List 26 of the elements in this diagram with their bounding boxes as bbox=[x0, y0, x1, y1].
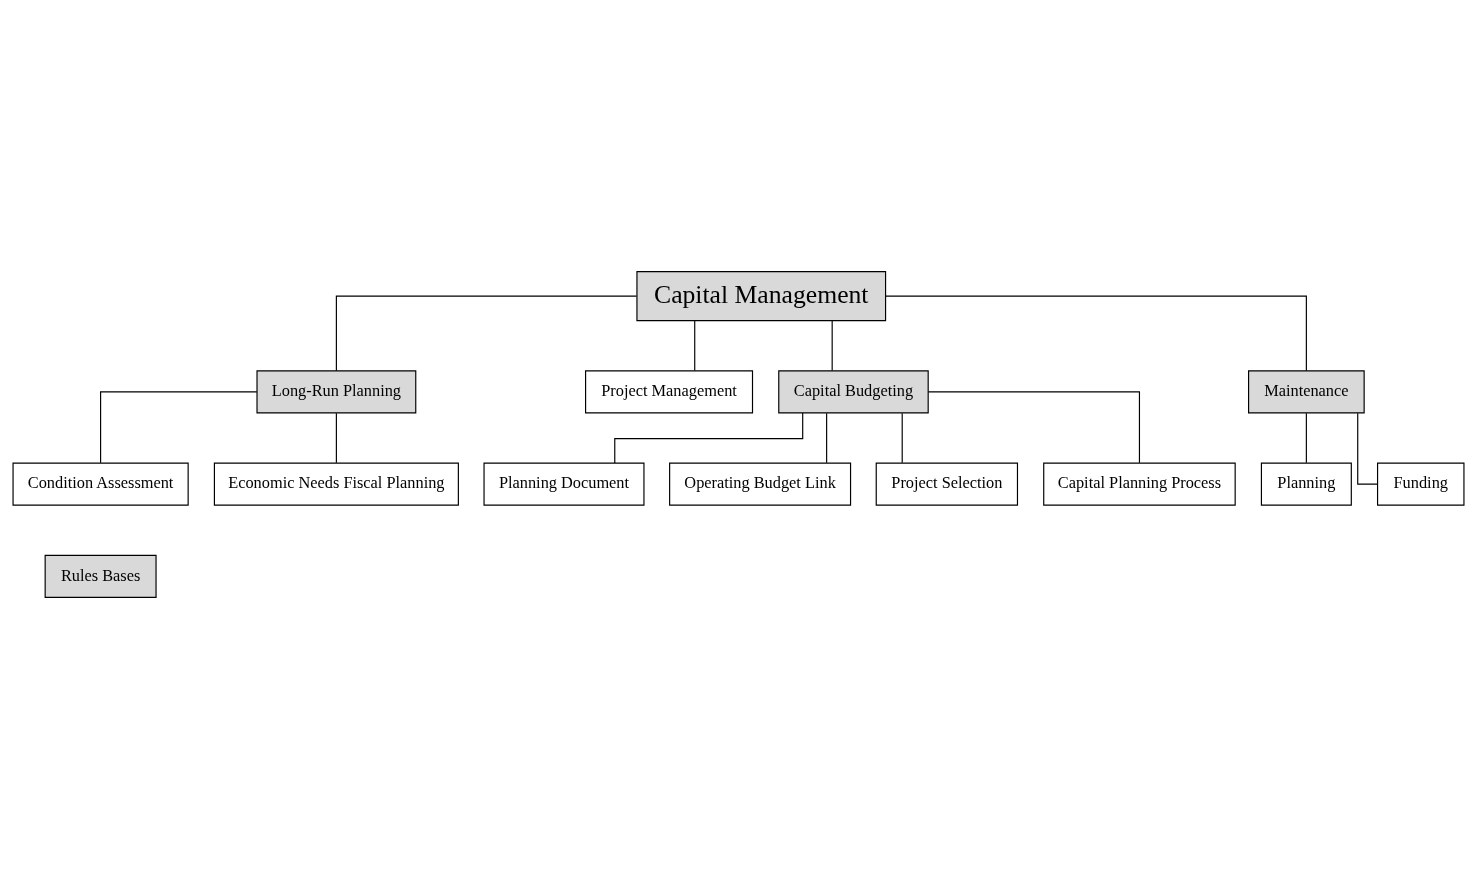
node-box: Planning bbox=[1260, 462, 1352, 506]
connector bbox=[1357, 412, 1378, 485]
connector bbox=[831, 320, 833, 372]
connector bbox=[335, 295, 638, 372]
node-box: Maintenance bbox=[1248, 370, 1365, 414]
connector bbox=[694, 320, 696, 372]
node-box: Planning Document bbox=[483, 462, 645, 506]
node-box: Long-Run Planning bbox=[256, 370, 417, 414]
node-box: Operating Budget Link bbox=[669, 462, 852, 506]
node-box: Rules Bases bbox=[44, 554, 157, 598]
node-box: Economic Needs Fiscal Planning bbox=[213, 462, 459, 506]
connector bbox=[927, 391, 1141, 464]
node-box: Condition Assessment bbox=[12, 462, 189, 506]
node-box: Funding bbox=[1377, 462, 1465, 506]
node-box: Project Selection bbox=[875, 462, 1019, 506]
connector bbox=[1305, 412, 1307, 464]
connector bbox=[100, 391, 258, 464]
connector bbox=[826, 412, 828, 464]
node-box: Capital Planning Process bbox=[1043, 462, 1236, 506]
connector bbox=[335, 412, 337, 464]
connector bbox=[614, 412, 804, 464]
connector bbox=[901, 412, 903, 464]
connector bbox=[885, 295, 1307, 372]
node-box: Capital Management bbox=[636, 271, 887, 322]
node-box: Capital Budgeting bbox=[778, 370, 929, 414]
node-box: Project Management bbox=[585, 370, 754, 414]
